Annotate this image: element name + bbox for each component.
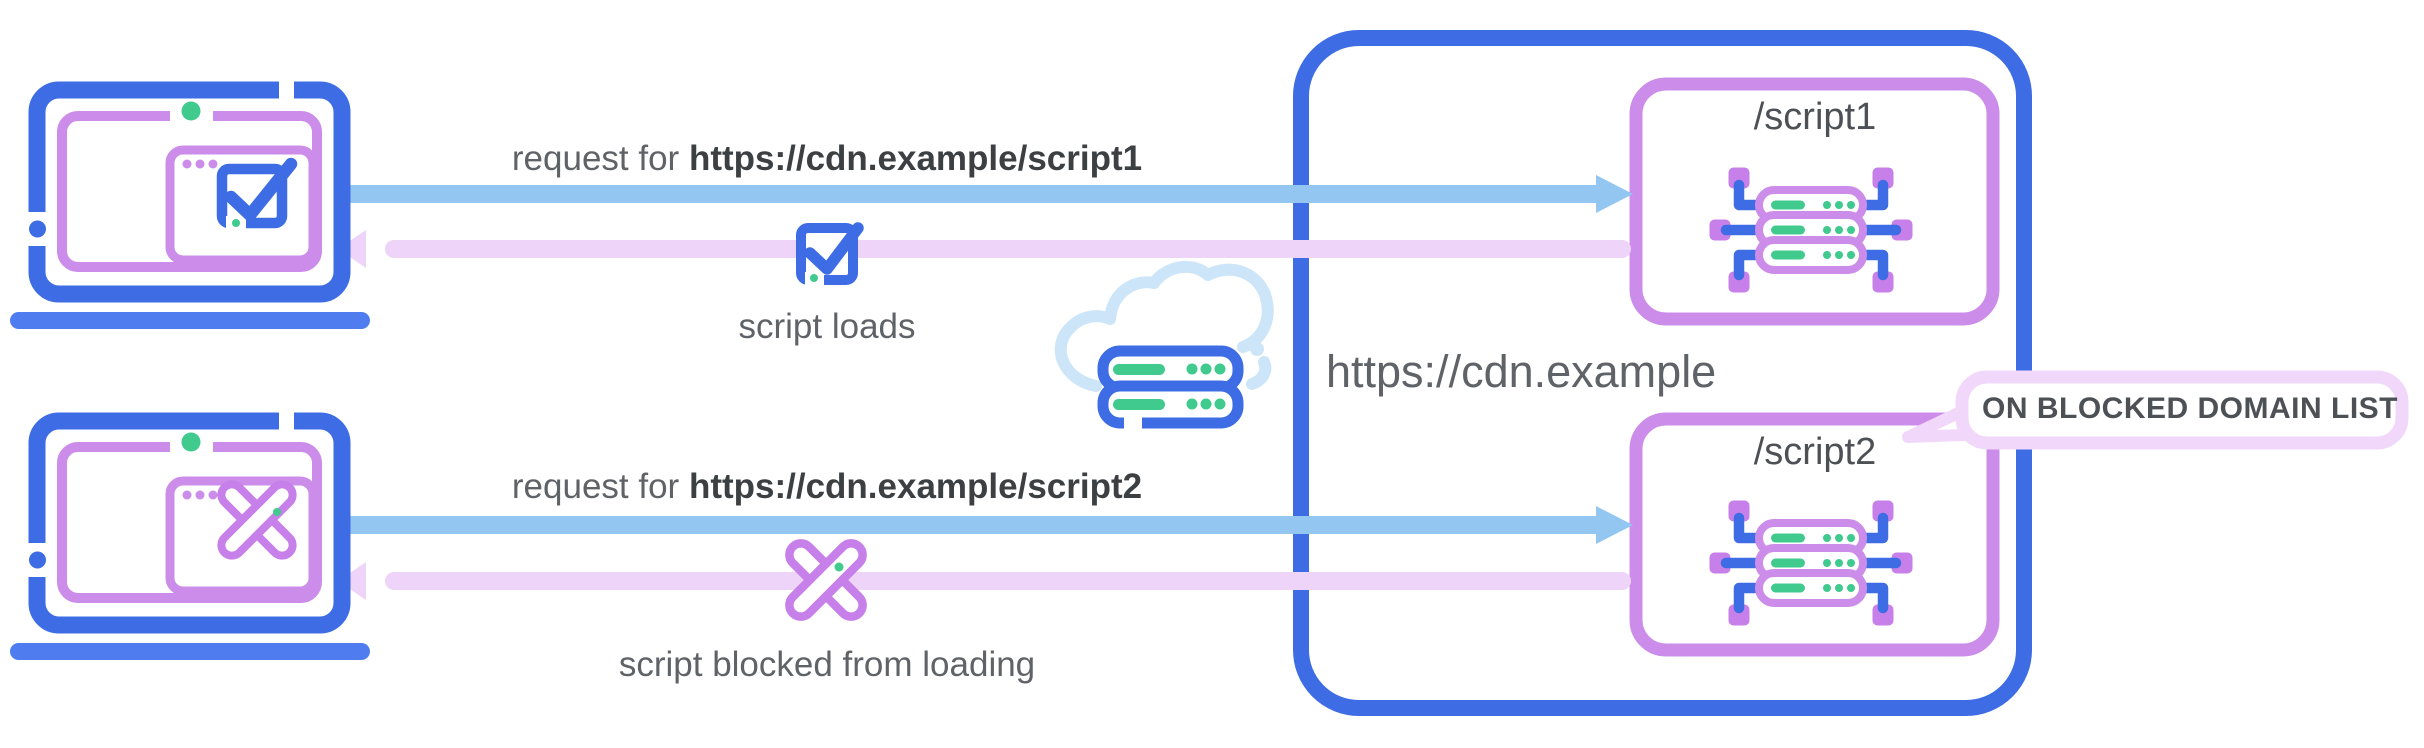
laptop-blocked <box>10 408 370 660</box>
blocked-domain-badge: ON BLOCKED DOMAIN LIST <box>1982 392 2398 425</box>
request-label-script2: request for https://cdn.example/script2 <box>377 467 1277 507</box>
request-url: https://cdn.example/script2 <box>688 467 1143 506</box>
endpoint-label-script2: /script2 <box>1753 431 1877 473</box>
check-icon <box>796 222 864 285</box>
response-arrow-script1 <box>338 230 1631 268</box>
cloud-server-icon <box>1054 260 1274 429</box>
response-arrow-script2 <box>338 562 1631 600</box>
result-label-script2: script blocked from loading <box>618 645 1036 684</box>
request-prefix: request for <box>511 139 689 178</box>
request-url: https://cdn.example/script1 <box>688 139 1143 178</box>
server-cluster-icon <box>1710 168 1913 293</box>
endpoint-label-script1: /script1 <box>1753 96 1877 138</box>
request-label-script1: request for https://cdn.example/script1 <box>377 139 1277 179</box>
cross-icon <box>217 480 297 560</box>
request-arrow-script1 <box>343 175 1633 213</box>
result-label-script1: script loads <box>738 307 916 346</box>
laptop-allowed <box>10 77 370 329</box>
cross-icon <box>785 539 867 621</box>
request-prefix: request for <box>511 467 689 506</box>
server-cluster-icon <box>1710 501 1913 626</box>
blocked-domain-callout <box>1902 370 2409 450</box>
request-arrow-script2 <box>343 506 1633 544</box>
check-icon <box>216 157 298 230</box>
cdn-origin-label: https://cdn.example <box>1326 346 1717 397</box>
